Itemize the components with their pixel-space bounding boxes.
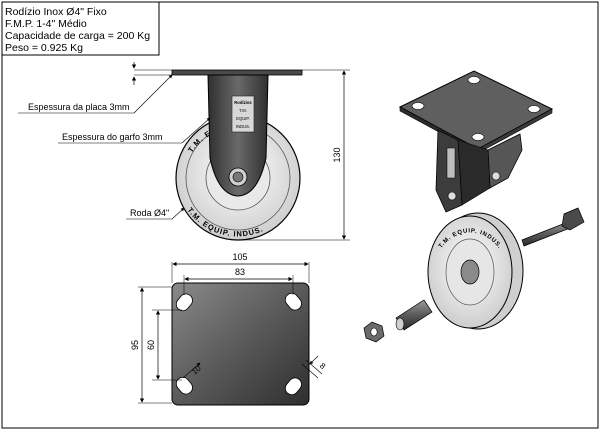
mounting-plate-side [171, 69, 303, 76]
iso-wheel: T.M. EQUIP. INDUS. [427, 212, 524, 330]
iso-spacer-sleeve [395, 299, 433, 331]
dim-plate-width: 105 [232, 252, 247, 262]
dim-slot-width: 8 [318, 361, 328, 371]
fork-label: Rodízios T.M. EQUIP. INDUS. [231, 95, 255, 133]
callout-plate-thickness: Espessura da placa 3mm [28, 102, 130, 112]
callout-fork-thickness: Espessura do garfo 3mm [62, 132, 163, 142]
dim-hole-spacing-y: 60 [146, 340, 156, 350]
fork-label-line-3: EQUIP. [236, 116, 250, 121]
plate-top-view: 105 83 95 60 10 8 [130, 252, 328, 406]
mounting-plate-top [171, 282, 310, 406]
fork-label-line-2: T.M. [239, 108, 247, 113]
title-line-3: Capacidade de carga = 200 Kg [5, 30, 150, 42]
axle-nut-front [228, 167, 248, 187]
fork-label-line-1: Rodízios [234, 100, 252, 105]
dim-plate-depth: 95 [130, 340, 140, 350]
iso-axle-bolt [521, 207, 585, 247]
dim-total-height: 130 [332, 147, 342, 162]
title-line-2: F.M.P. 1-4" Médio [5, 18, 87, 30]
fork-label-line-4: INDUS. [236, 124, 250, 129]
title-line-1: Rodízio Inox Ø4" Fixo [5, 6, 107, 18]
isometric-assembly: T.M. EQUIP. INDUS. [363, 70, 585, 343]
iso-nut [363, 321, 385, 343]
front-view: T.M. EQUIP. INDUS. T.M. EQUIP. INDUS. Ro… [18, 62, 350, 241]
title-line-4: Peso = 0.925 Kg [5, 42, 83, 54]
mounting-slots [175, 292, 302, 396]
title-block: Rodízio Inox Ø4" Fixo F.M.P. 1-4" Médio … [1, 1, 160, 56]
callout-wheel: Roda Ø4" [130, 208, 169, 218]
dim-hole-spacing-x: 83 [235, 267, 245, 277]
